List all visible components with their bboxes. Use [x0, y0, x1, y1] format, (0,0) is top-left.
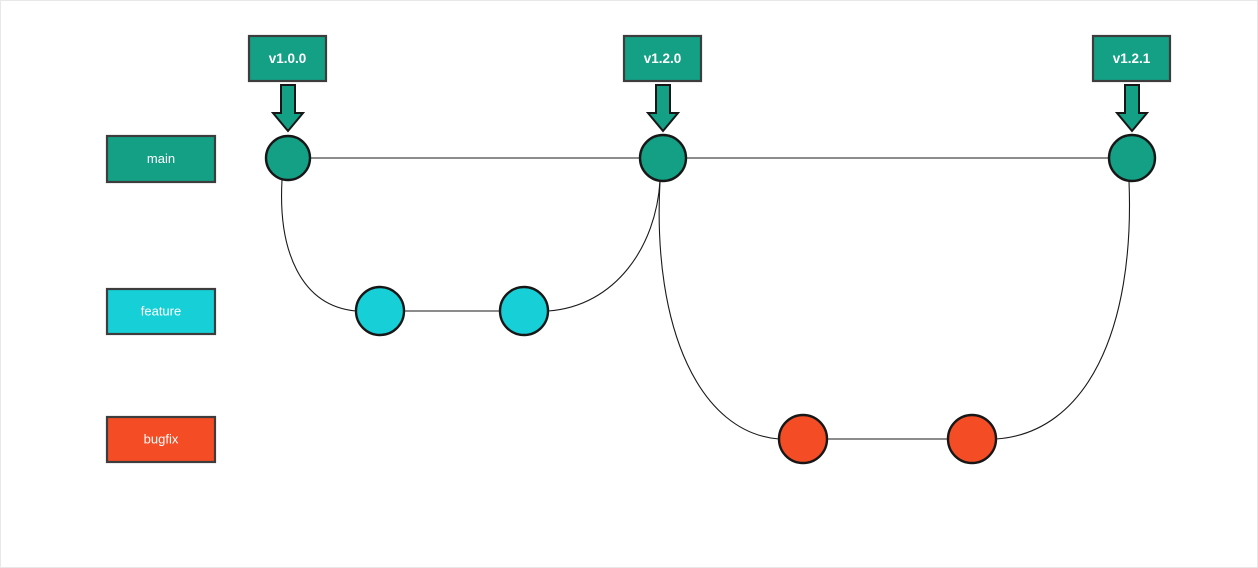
branch-label-bugfix-text: bugfix	[144, 431, 179, 446]
commit-node-main-c2[interactable]	[638, 133, 688, 183]
commit-node-main-c3[interactable]	[1107, 133, 1157, 183]
branch-label-feature-text: feature	[141, 303, 181, 318]
edge-feature-c2-to-main-c2	[547, 180, 661, 312]
edge-main-c1-to-feature-c1	[281, 179, 357, 312]
tag-layer: v1.0.0 v1.2.0 v1.2.1	[247, 34, 1172, 133]
branch-label-main-box[interactable]	[105, 134, 217, 184]
tag-v100-label: v1.0.0	[269, 51, 307, 66]
tag-v121-label: v1.2.1	[1113, 51, 1151, 66]
tag-v121-box[interactable]	[1091, 34, 1172, 83]
branch-label-main-text: main	[147, 151, 175, 166]
branch-label-main[interactable]: main	[105, 134, 217, 184]
commit-node-bugfix-c1[interactable]	[777, 413, 829, 465]
tag-v120-box[interactable]	[622, 34, 703, 83]
tag-v120[interactable]: v1.2.0	[622, 34, 703, 133]
edge-bugfix-c2-to-main-c3	[995, 180, 1131, 440]
commit-node-main-c1[interactable]	[264, 134, 312, 182]
branch-label-bugfix-box[interactable]	[105, 415, 217, 464]
commit-node-layer	[264, 133, 1157, 465]
edge-layer	[281, 157, 1131, 440]
tag-v121-arrow-icon	[1114, 84, 1150, 133]
tag-v120-arrow-icon	[645, 84, 681, 133]
tag-v100[interactable]: v1.0.0	[247, 34, 328, 133]
commit-node-feature-c1[interactable]	[354, 285, 406, 337]
tag-v100-arrow-icon	[270, 84, 306, 133]
commit-node-bugfix-c2[interactable]	[946, 413, 998, 465]
branch-label-feature-box[interactable]	[105, 287, 217, 336]
tag-v100-box[interactable]	[247, 34, 328, 83]
branch-label-bugfix[interactable]: bugfix	[105, 415, 217, 464]
branch-label-layer: main feature bugfix	[105, 134, 217, 464]
commit-node-feature-c2[interactable]	[498, 285, 550, 337]
edge-main-c2-to-bugfix-c1	[658, 180, 780, 440]
tag-v121[interactable]: v1.2.1	[1091, 34, 1172, 133]
tag-v120-label: v1.2.0	[644, 51, 682, 66]
branch-label-feature[interactable]: feature	[105, 287, 217, 336]
